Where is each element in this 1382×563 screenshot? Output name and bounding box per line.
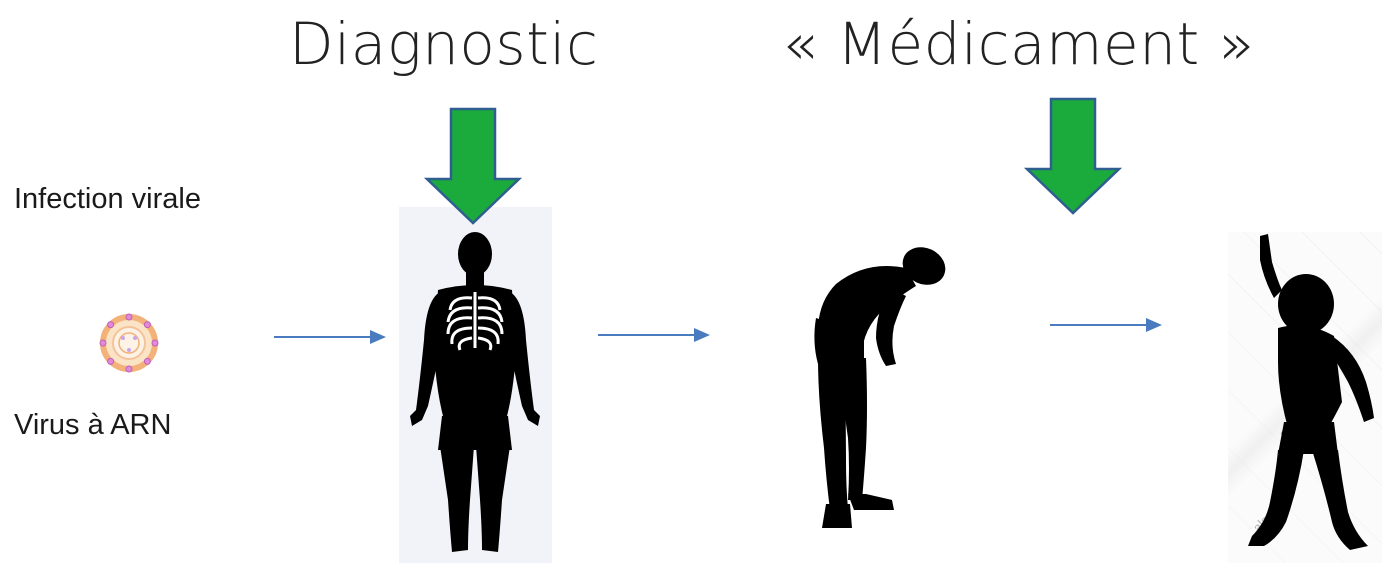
medicament-title: « Médicament » (782, 2, 1255, 86)
diagnostic-title: Diagnostic (289, 2, 598, 86)
flow-arrow-2 (596, 325, 712, 345)
virus-icon (96, 310, 162, 376)
flow-arrow-1 (272, 327, 388, 347)
down-arrow-icon-medicament (1024, 97, 1122, 217)
flow-arrow-3 (1048, 315, 1164, 335)
down-arrow-icon-diagnostic (424, 107, 522, 227)
virus-label: Virus à ARN (14, 407, 171, 443)
bent-over-person-icon (806, 238, 952, 534)
dancing-person-icon (1238, 232, 1382, 554)
human-body-lungs-icon (402, 230, 548, 560)
infection-label: Infection virale (14, 181, 201, 217)
